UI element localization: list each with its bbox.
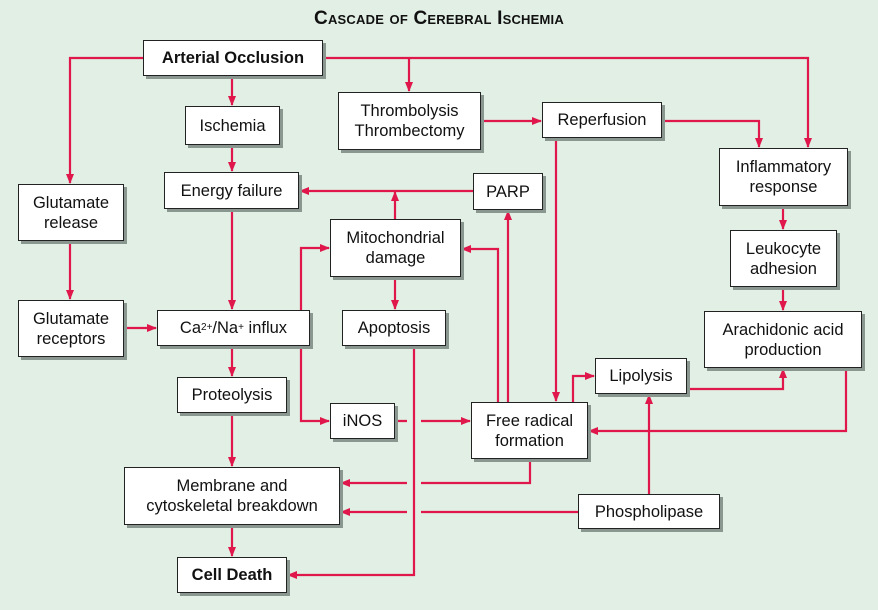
edge-occlusion-to-glutamate-release: [66, 56, 143, 184]
edge-free-radical-to-membrane: [341, 459, 532, 483]
node-membrane-cytoskeletal-breakdown: Membrane and cytoskeletal breakdown: [124, 467, 340, 525]
ca-label: Ca: [179, 319, 202, 337]
edge-occlusion-to-thrombolysis: [323, 56, 812, 148]
diagram-title: Cascade of Cerebral Ischemia: [314, 8, 564, 29]
node-inos: iNOS: [330, 403, 395, 439]
edge-ca-to-inos: [299, 346, 330, 425]
node-ischemia: Ischemia: [185, 106, 280, 145]
node-free-radical-formation: Free radical formation: [471, 402, 588, 459]
edge-free-radical-to-mito: [461, 245, 500, 402]
node-glutamate-receptors: Glutamate receptors: [18, 300, 124, 357]
na-label: /Na: [212, 319, 239, 337]
edge-apoptosis-to-cell-death: [287, 346, 416, 579]
node-inflammatory-response: Inflammatory response: [719, 148, 848, 206]
node-mitochondrial-damage: Mitochondrial damage: [330, 219, 461, 277]
node-apoptosis: Apoptosis: [342, 310, 446, 346]
influx-label: influx: [243, 319, 288, 337]
node-arachidonic-acid-production: Arachidonic acid production: [704, 311, 862, 368]
node-leukocyte-adhesion: Leukocyte adhesion: [730, 230, 837, 287]
node-reperfusion: Reperfusion: [542, 102, 662, 138]
edge-lipolysis-to-arachidonic: [687, 368, 787, 391]
node-parp: PARP: [473, 173, 543, 210]
node-arterial-occlusion: Arterial Occlusion: [143, 40, 323, 76]
edge-arachidonic-to-free-radical: [588, 368, 848, 435]
edge-free-radical-to-lipolysis: [571, 372, 595, 402]
node-cell-death: Cell Death: [177, 557, 287, 593]
node-glutamate-release: Glutamate release: [18, 184, 124, 241]
node-thrombolysis-thrombectomy: Thrombolysis Thrombectomy: [338, 92, 481, 150]
node-lipolysis: Lipolysis: [595, 358, 687, 394]
edge-reperfusion-to-inflammatory: [662, 119, 763, 148]
node-phospholipase: Phospholipase: [578, 494, 720, 529]
node-energy-failure: Energy failure: [164, 172, 299, 209]
node-proteolysis: Proteolysis: [177, 377, 287, 413]
edge-ca-to-mito: [299, 244, 330, 310]
